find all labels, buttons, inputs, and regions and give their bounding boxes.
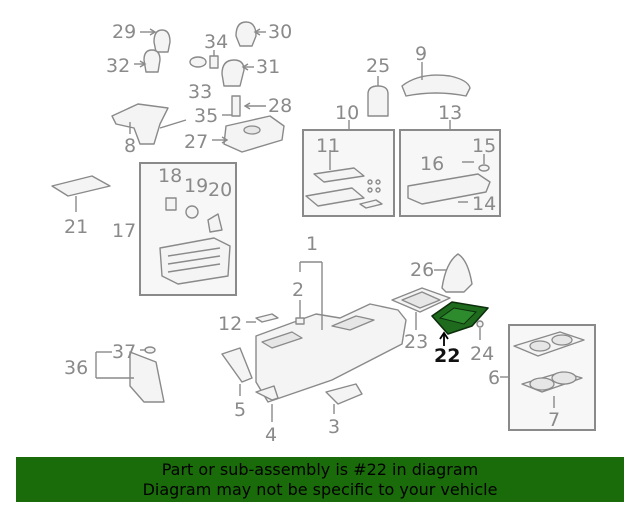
label-22-highlighted[interactable]: 22	[434, 345, 460, 367]
part-36-side-panel[interactable]	[95, 351, 165, 403]
part-35-shift-lever[interactable]	[222, 95, 241, 117]
part-2-bracket[interactable]	[295, 300, 305, 325]
label-6[interactable]: 6	[488, 367, 500, 389]
part-29-shift-knob[interactable]	[140, 28, 171, 53]
label-25[interactable]: 25	[366, 55, 390, 77]
info-banner: Part or sub-assembly is #22 in diagram D…	[16, 457, 624, 502]
banner-line-1: Part or sub-assembly is #22 in diagram	[161, 460, 479, 479]
part-24-screw[interactable]	[476, 320, 484, 340]
part-3-bracket[interactable]	[325, 383, 363, 414]
box-13	[399, 120, 501, 217]
label-8[interactable]: 8	[124, 135, 136, 157]
part-5-bracket[interactable]	[221, 347, 253, 396]
label-31[interactable]: 31	[256, 56, 280, 78]
part-27-shift-panel[interactable]	[212, 115, 285, 153]
banner-line-2: Diagram may not be specific to your vehi…	[142, 480, 498, 499]
label-37[interactable]: 37	[112, 341, 136, 363]
label-1[interactable]: 1	[306, 233, 318, 255]
label-2[interactable]: 2	[292, 279, 304, 301]
label-13[interactable]: 13	[438, 102, 462, 124]
box-6	[500, 324, 596, 431]
part-1-center-console[interactable]	[255, 261, 407, 403]
label-23[interactable]: 23	[404, 331, 428, 353]
part-23-panel[interactable]	[391, 287, 451, 330]
label-21[interactable]: 21	[64, 216, 88, 238]
part-32-shift-knob[interactable]	[134, 49, 161, 73]
label-32[interactable]: 32	[106, 55, 130, 77]
label-14[interactable]: 14	[472, 193, 496, 215]
part-8-shift-boot[interactable]	[111, 103, 187, 145]
label-16[interactable]: 16	[420, 153, 444, 175]
label-12[interactable]: 12	[218, 313, 242, 335]
part-4-bracket[interactable]	[255, 385, 279, 422]
label-30[interactable]: 30	[268, 21, 292, 43]
label-26[interactable]: 26	[410, 259, 434, 281]
parts-diagram: 29 30 32 34 31 33 35 28 27 8 25 9 10 11 …	[51, 21, 596, 446]
label-24[interactable]: 24	[470, 343, 494, 365]
part-12-clip[interactable]	[246, 313, 279, 323]
part-26-boot[interactable]	[434, 253, 473, 293]
part-21-mat[interactable]	[51, 175, 111, 212]
part-28-bolt[interactable]	[243, 102, 266, 110]
label-33[interactable]: 33	[188, 81, 212, 103]
box-17	[139, 162, 237, 296]
box-10	[302, 120, 395, 217]
label-15[interactable]: 15	[472, 135, 496, 157]
label-17[interactable]: 17	[112, 220, 136, 242]
part-30-shift-knob[interactable]	[235, 21, 266, 47]
part-25-console-tray[interactable]	[367, 76, 389, 117]
label-35[interactable]: 35	[194, 105, 218, 127]
part-34-clip[interactable]	[209, 50, 219, 69]
label-27[interactable]: 27	[184, 131, 208, 153]
label-29[interactable]: 29	[112, 21, 136, 43]
part-22-highlighted[interactable]	[431, 301, 489, 346]
label-36[interactable]: 36	[64, 357, 88, 379]
label-7[interactable]: 7	[548, 409, 560, 431]
label-4[interactable]: 4	[265, 424, 277, 446]
label-19[interactable]: 19	[184, 175, 208, 197]
label-5[interactable]: 5	[234, 399, 246, 421]
label-11[interactable]: 11	[316, 135, 340, 157]
label-9[interactable]: 9	[415, 43, 427, 65]
part-33-ring[interactable]	[189, 56, 207, 68]
callout-labels: 29 30 32 34 31 33 35 28 27 8 25 9 10 11 …	[64, 21, 560, 446]
part-31-shift-knob[interactable]	[221, 59, 254, 87]
label-3[interactable]: 3	[328, 416, 340, 438]
label-34[interactable]: 34	[204, 31, 228, 53]
label-20[interactable]: 20	[208, 179, 232, 201]
label-10[interactable]: 10	[335, 102, 359, 124]
label-18[interactable]: 18	[158, 165, 182, 187]
part-9-armrest[interactable]	[401, 62, 471, 97]
label-28[interactable]: 28	[268, 95, 292, 117]
part-37-clip[interactable]	[140, 346, 156, 354]
